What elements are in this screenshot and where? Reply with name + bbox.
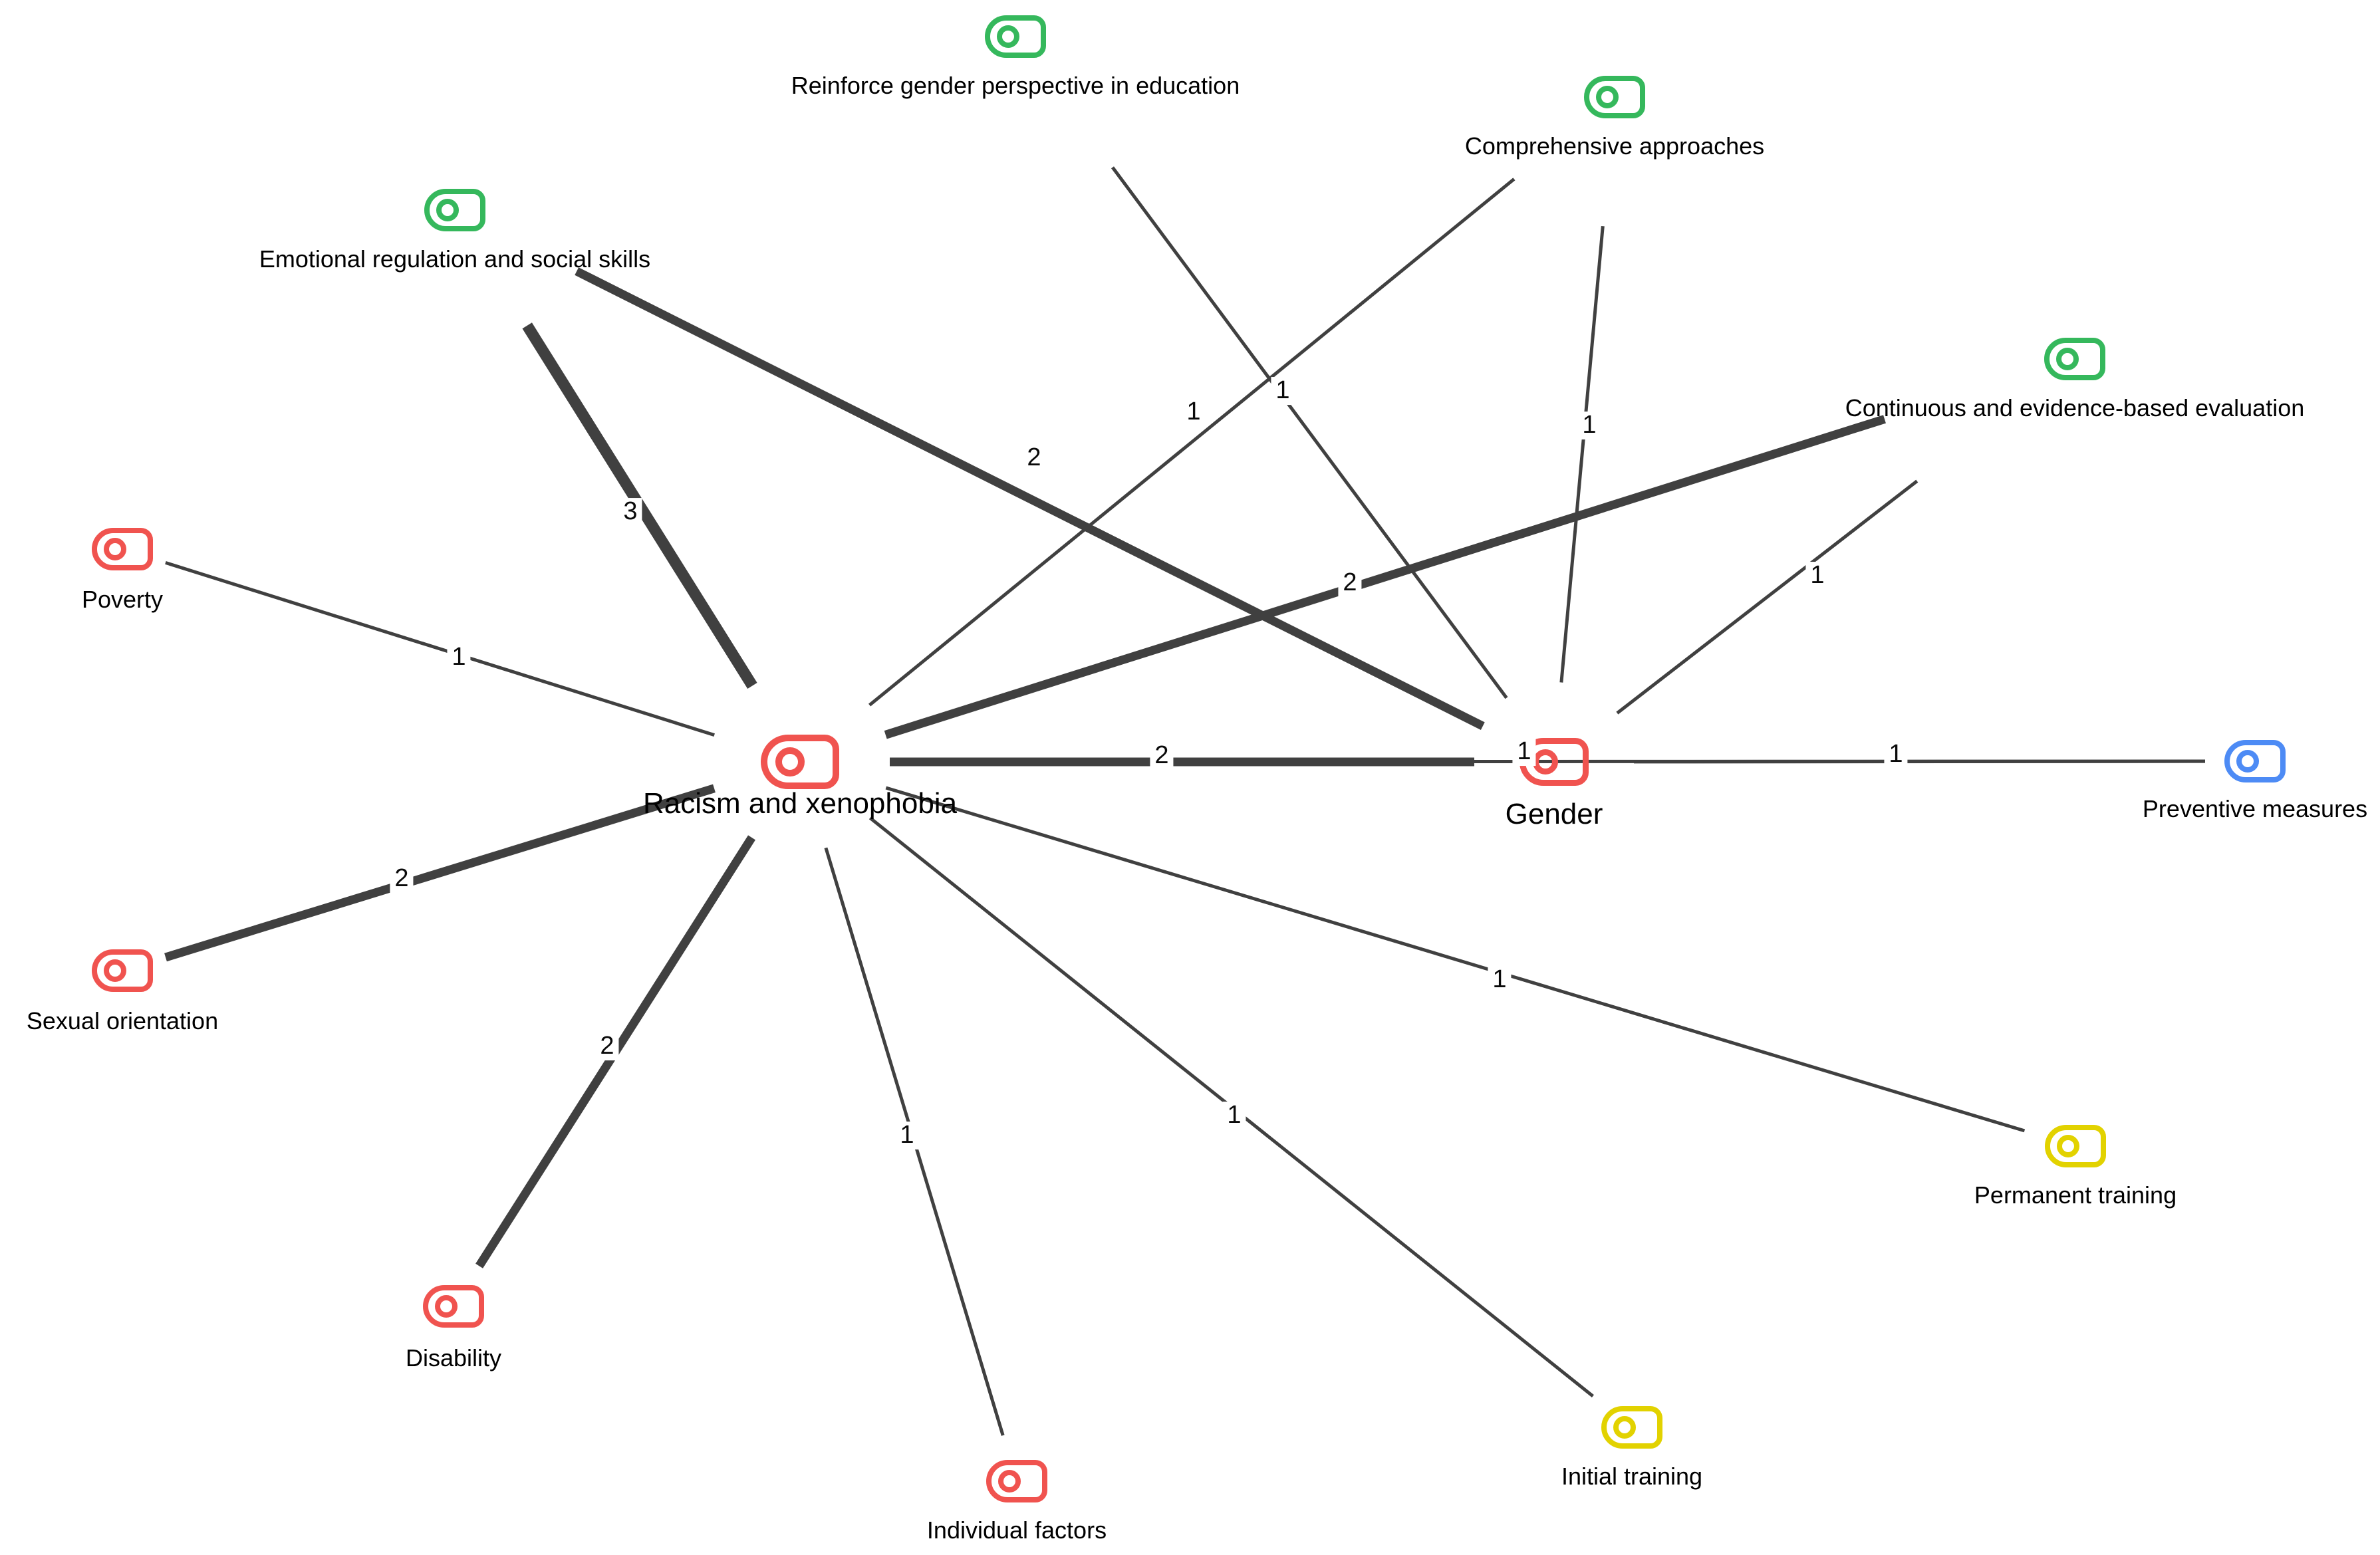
node-icon-reinforce-gender-education[interactable] <box>985 15 1046 58</box>
edge-weight-label-reinforce-gender-education--gender: 1 <box>1271 377 1295 405</box>
edge-weight-label-poverty--racism-xenophobia: 1 <box>447 644 471 671</box>
tag-ring-icon <box>435 1295 458 1318</box>
edge-weight-label-emotional-regulation--gender: 2 <box>1022 444 1046 472</box>
edge-weight-label-initial-training--racism-xenophobia: 1 <box>1222 1102 1246 1130</box>
tag-ring-icon <box>104 538 126 560</box>
edge-weight-label-gender--preventive-measures: 1 <box>1884 741 1908 769</box>
edge-weight-label-racism-xenophobia--preventive-measures: 1 <box>1512 738 1536 766</box>
tag-ring-icon <box>104 959 126 982</box>
edge-weight-label-emotional-regulation--racism-xenophobia: 3 <box>618 498 642 526</box>
tag-ring-icon <box>1596 86 1619 108</box>
node-icon-individual-factors[interactable] <box>986 1460 1047 1502</box>
edge-weight-label-comprehensive-approaches--racism-xenophobia: 1 <box>1182 398 1206 426</box>
node-icon-permanent-training[interactable] <box>2045 1125 2106 1167</box>
tag-ring-icon <box>997 25 1019 48</box>
node-icon-racism-xenophobia[interactable] <box>761 735 839 789</box>
node-icon-poverty[interactable] <box>92 528 153 570</box>
edge-weight-label-disability--racism-xenophobia: 2 <box>595 1032 619 1060</box>
node-icon-preventive-measures[interactable] <box>2224 740 2286 782</box>
tag-ring-icon <box>2057 1135 2079 1157</box>
edge-line-poverty--racism-xenophobia <box>165 561 715 737</box>
edge-line-continuous-evaluation--racism-xenophobia <box>884 415 1886 739</box>
edge-weight-label-permanent-training--racism-xenophobia: 1 <box>1488 966 1512 994</box>
node-icon-continuous-evaluation[interactable] <box>2044 338 2105 380</box>
tag-ring-icon <box>998 1470 1021 1493</box>
edge-weight-label-individual-factors--racism-xenophobia: 1 <box>895 1122 919 1149</box>
edge-weight-label-comprehensive-approaches--gender: 1 <box>1577 412 1601 439</box>
tag-ring-icon <box>2056 348 2079 370</box>
node-icon-sexual-orientation[interactable] <box>92 949 153 992</box>
tag-ring-icon <box>2236 750 2259 773</box>
edge-weight-label-continuous-evaluation--racism-xenophobia: 2 <box>1338 569 1362 597</box>
tag-ring-icon <box>1613 1416 1636 1439</box>
tag-ring-icon <box>1533 749 1558 775</box>
tag-ring-icon <box>775 747 805 777</box>
edge-weight-label-continuous-evaluation--gender: 1 <box>1805 562 1829 590</box>
edge-line-gender--preventive-measures <box>1633 759 2206 764</box>
edge-line-continuous-evaluation--gender <box>1616 479 1918 715</box>
edge-line-comprehensive-approaches--racism-xenophobia <box>868 178 1516 707</box>
tag-ring-icon <box>436 199 459 221</box>
node-icon-disability[interactable] <box>423 1285 484 1328</box>
edge-line-sexual-orientation--racism-xenophobia <box>164 784 716 962</box>
node-icon-comprehensive-approaches[interactable] <box>1584 76 1645 118</box>
edge-line-emotional-regulation--gender <box>575 267 1485 731</box>
edge-line-comprehensive-approaches--gender <box>1559 225 1605 683</box>
edge-weight-label-racism-xenophobia--gender: 2 <box>1150 742 1174 770</box>
node-icon-initial-training[interactable] <box>1601 1406 1662 1449</box>
edge-line-reinforce-gender-education--gender <box>1111 166 1508 699</box>
edge-line-permanent-training--racism-xenophobia <box>885 786 2026 1133</box>
edge-weight-label-sexual-orientation--racism-xenophobia: 2 <box>390 865 414 893</box>
node-icon-emotional-regulation[interactable] <box>424 189 485 231</box>
